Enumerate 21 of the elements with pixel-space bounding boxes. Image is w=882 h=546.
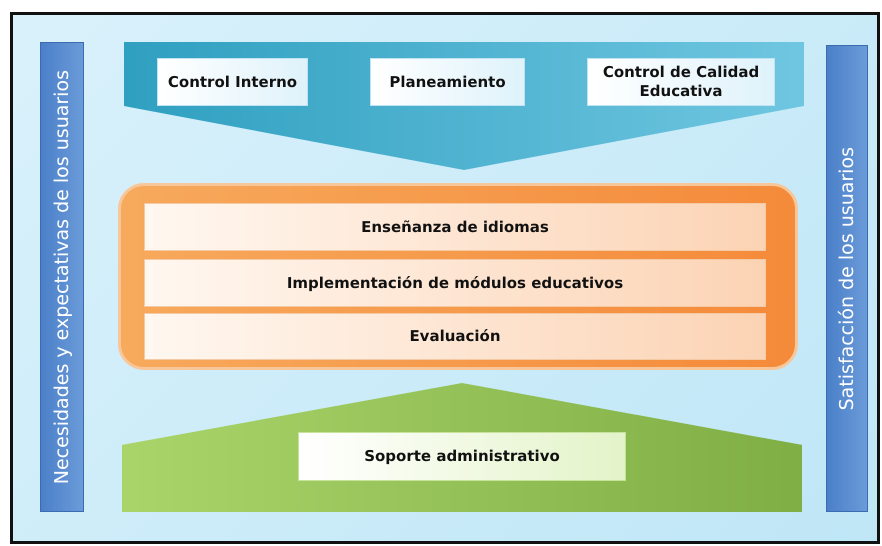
process-card — [587, 58, 775, 106]
label: Enseñanza de idiomas — [361, 218, 549, 236]
label: Control Interno — [168, 72, 298, 92]
label: Satisfacción de los usuarios — [836, 146, 858, 410]
process-card — [298, 432, 626, 481]
label: Necesidades y expectativas de los usuarios — [52, 70, 72, 484]
side-bar — [826, 45, 868, 512]
label: Evaluación — [409, 327, 501, 346]
process-row — [144, 313, 766, 360]
process-row — [144, 203, 766, 251]
process-panel — [118, 183, 798, 370]
process-card — [370, 58, 525, 106]
chevron-banner — [124, 42, 804, 170]
label: Soporte administrativo — [364, 447, 560, 466]
side-bar — [40, 42, 84, 512]
process-row — [144, 259, 766, 307]
label: Implementación de módulos educativos — [286, 274, 624, 292]
label: Planeamiento — [389, 72, 506, 92]
label: Control de Calidad Educativa — [602, 63, 760, 101]
process-card — [157, 58, 308, 106]
support-banner — [122, 383, 802, 512]
